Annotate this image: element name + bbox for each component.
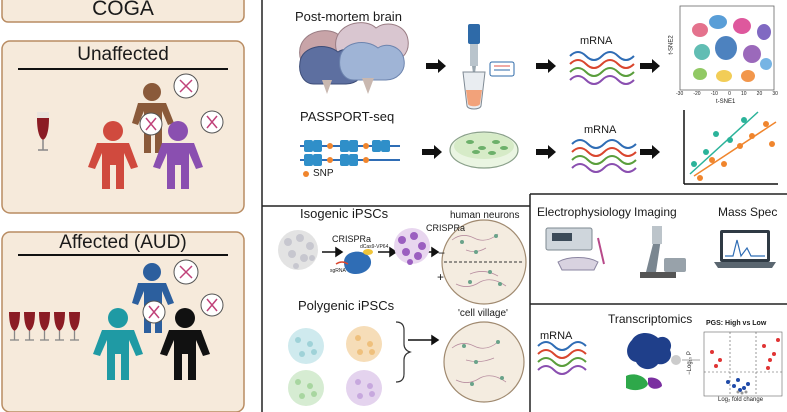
tsne-xtick: 20 xyxy=(756,91,763,97)
tsne-xtick: 10 xyxy=(740,91,747,97)
bracket-icon xyxy=(395,321,412,383)
tsne-xtick: 0 xyxy=(728,91,731,97)
tsne-xtick: -20 xyxy=(693,91,701,97)
unaffected-label: Unaffected xyxy=(77,44,169,65)
pipette-tube-icon xyxy=(462,24,515,110)
tsne-xtick: -30 xyxy=(676,91,684,97)
mrna-label-3: mRNA xyxy=(540,330,573,342)
wine-glass-icon xyxy=(37,112,49,151)
sgrna-label: sgRNA xyxy=(330,268,346,274)
mass-spec-label: Mass Spec xyxy=(718,205,778,219)
affected-label: Affected (AUD) xyxy=(59,232,187,253)
tsne-xticks: -30 -20 -10 0 10 20 30 xyxy=(676,91,778,97)
volcano-xlabel: Log₂ fold change xyxy=(718,397,764,403)
mrna-waves-icon xyxy=(571,139,637,173)
mrna-waves-icon xyxy=(537,341,587,375)
post-mortem-label: Post-mortem brain xyxy=(295,9,402,24)
coga-title: COGA xyxy=(92,0,154,20)
mrna-waves-icon xyxy=(569,51,635,85)
isogenic-title: Isogenic iPSCs xyxy=(300,206,389,221)
human-neurons-label: human neurons xyxy=(450,210,520,221)
crispra-dish-label: CRISPRa xyxy=(426,223,466,233)
passport-seq-diagram xyxy=(300,140,400,177)
dcas-label: dCas9-VP64 xyxy=(360,244,389,250)
umap-plot xyxy=(626,333,700,391)
tsne-xtick: 30 xyxy=(772,91,778,97)
arrow-icon xyxy=(422,59,660,159)
cell-village-label: 'cell village' xyxy=(458,308,508,319)
microscope-icon xyxy=(640,226,686,278)
crispra-label: CRISPRa xyxy=(332,234,372,244)
passport-seq-label: PASSPORT-seq xyxy=(300,109,395,124)
village-dish-icon xyxy=(443,321,525,403)
tsne-plot xyxy=(679,5,775,91)
person-purple-icon xyxy=(153,121,203,189)
person-red-icon xyxy=(88,121,138,189)
brain-icon xyxy=(299,22,409,94)
mrna-label-2: mRNA xyxy=(584,124,617,136)
electrophysiology-icon xyxy=(545,227,605,271)
scatter-plot xyxy=(683,110,778,185)
transcriptomics-title: Transcriptomics xyxy=(608,312,693,326)
dna-helix-icon xyxy=(145,79,218,131)
arrow-icon xyxy=(322,246,440,346)
polygenic-title: Polygenic iPSCs xyxy=(298,298,395,313)
mass-spec-laptop-icon xyxy=(714,230,776,268)
minus-label: − xyxy=(438,246,446,260)
ephys-label: Electrophysiology xyxy=(537,205,632,219)
ipsc-cluster-icon xyxy=(278,230,318,270)
pgs-label: PGS: High vs Low xyxy=(706,320,767,327)
ipsc-purple-cluster-icon xyxy=(394,228,430,265)
tsne-xtick: -10 xyxy=(710,91,718,97)
dcas9-icon xyxy=(335,249,373,274)
snp-label: SNP xyxy=(313,168,334,179)
tsne-xlabel: t-SNE1 xyxy=(716,99,736,105)
petri-dish-icon xyxy=(449,131,519,169)
neuron-dish-icon xyxy=(441,219,527,305)
person-teal-icon xyxy=(93,308,143,380)
ipsc-polygenic-clusters xyxy=(288,326,382,406)
volcano-ylabel: −Log₁₀ P xyxy=(686,351,693,375)
plus-label: + xyxy=(437,270,445,284)
mrna-label-1: mRNA xyxy=(580,35,613,47)
wine-glasses-row-icon xyxy=(9,312,80,341)
tsne-ylabel: t-SNE2 xyxy=(668,35,675,55)
dna-helix-icon xyxy=(148,265,218,319)
person-black-icon xyxy=(160,308,210,380)
volcano-plot xyxy=(703,331,783,397)
imaging-label: Imaging xyxy=(634,205,677,219)
coga-box xyxy=(1,0,245,23)
